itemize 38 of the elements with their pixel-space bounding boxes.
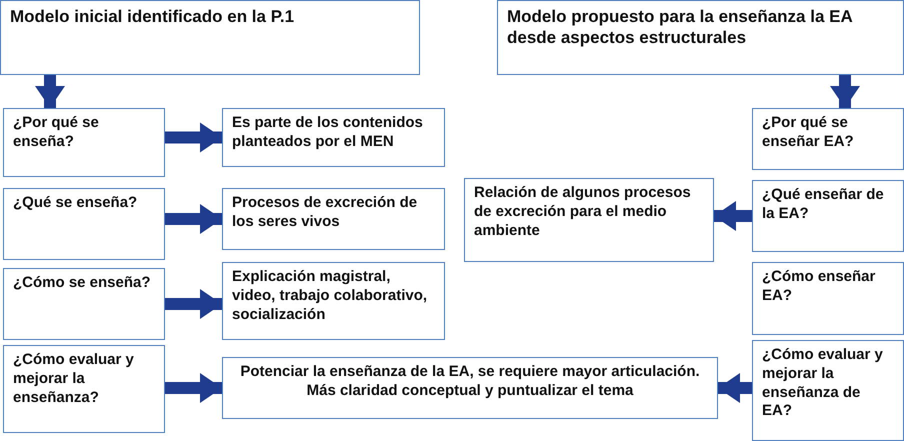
box-text: ¿Qué se enseña? [13,194,138,213]
block-arrow [165,373,222,403]
box-text: Es parte de los contenidos planteados por el MEN [232,114,424,152]
box-text: Procesos de excreción de los seres vivos [232,194,418,232]
text-box [752,340,904,441]
block-arrow [35,75,65,108]
text-box [752,180,904,252]
block-arrow [718,373,752,403]
text-box [222,188,445,250]
text-box [222,108,445,167]
text-box [222,262,445,340]
box-text: ¿Por qué se enseñar EA? [762,114,855,152]
text-box [752,262,904,335]
text-box [222,357,718,419]
box-text: ¿Cómo evaluar y mejorar la enseñanza? [13,351,135,408]
text-box [752,108,904,170]
text-box [464,178,714,262]
box-text: ¿Cómo enseñar EA? [762,268,876,306]
header-box [497,0,904,75]
block-arrow [830,75,860,108]
box-text: ¿Por qué se enseña? [13,114,100,152]
header-box [0,0,420,75]
box-text: ¿Cómo evaluar y mejorar la enseñanza de EA? [762,346,884,421]
block-arrow [165,122,222,152]
block-arrow [165,204,222,234]
box-text: ¿Cómo se enseña? [13,274,152,293]
text-box [3,268,165,340]
block-arrow [165,289,222,319]
block-arrow [714,201,752,231]
box-text: ¿Qué enseñar de la EA? [762,186,885,224]
box-text: Modelo inicial identificado en la P.1 [10,6,296,28]
box-text: Potenciar la enseñanza de la EA, se requiere mayor articulación. Más claridad conceptual y puntualizar el tema [239,363,701,400]
text-box [3,188,165,260]
text-box [3,108,165,177]
box-text: Relación de algunos procesos de excreción para el medio ambiente [474,184,692,240]
text-box [3,345,165,433]
box-text: Modelo propuesto para la enseñanza la EA desde aspectos estructurales [507,6,854,48]
box-text: Explicación magistral, video, trabajo colaborativo, socialización [232,268,428,324]
